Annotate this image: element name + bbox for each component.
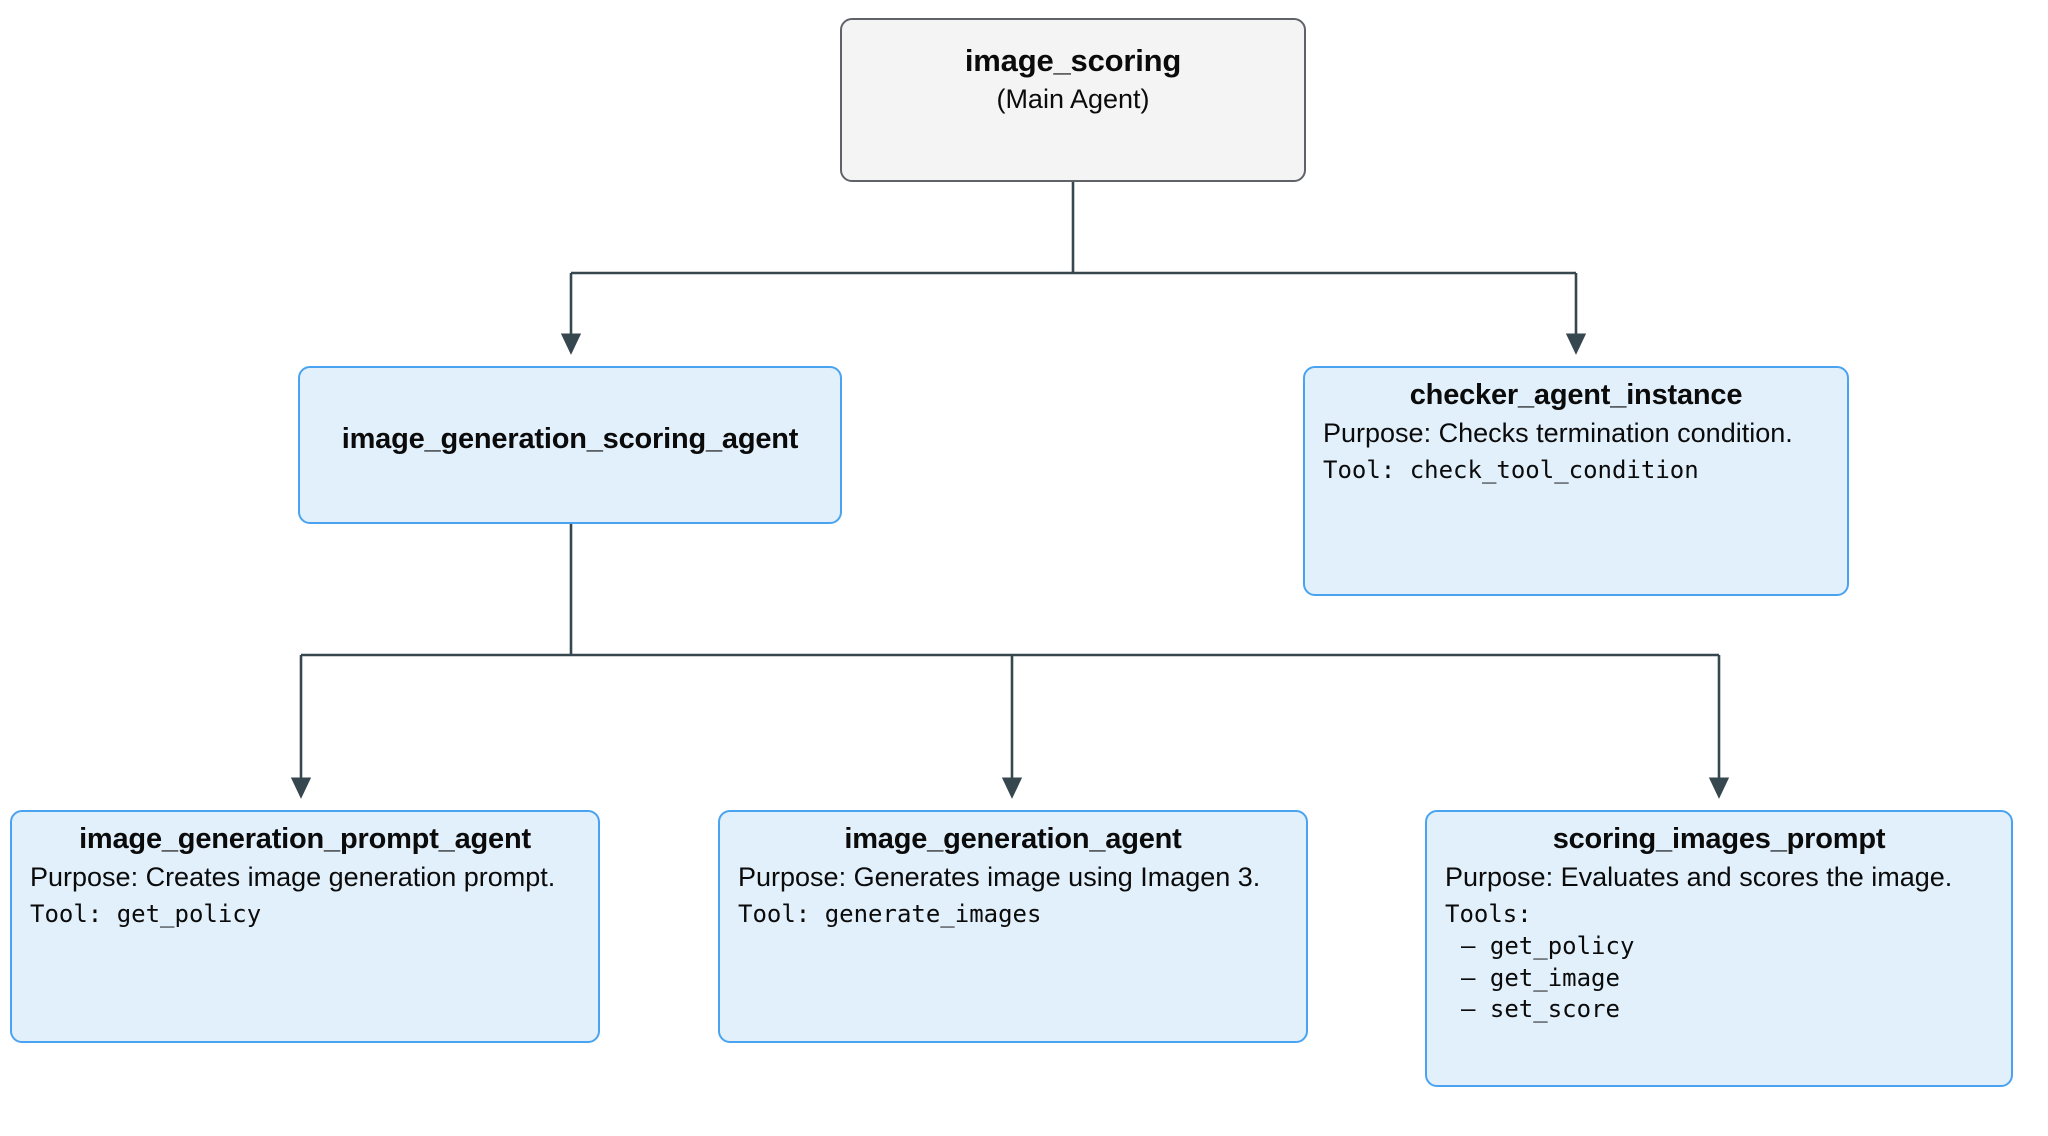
node-tool-item: – get_policy: [1461, 932, 1635, 961]
node-purpose: Purpose: Evaluates and scores the image.: [1445, 862, 1953, 893]
node-image-generation-agent[interactable]: image_generation_agent Purpose: Generate…: [718, 810, 1308, 1043]
node-tool: Tool: generate_images: [738, 900, 1042, 929]
node-title: image_generation_scoring_agent: [341, 423, 799, 455]
node-tools-label: Tools:: [1445, 900, 1532, 929]
node-checker-agent-instance[interactable]: checker_agent_instance Purpose: Checks t…: [1303, 366, 1849, 596]
node-purpose: Purpose: Generates image using Imagen 3.: [738, 862, 1261, 893]
node-title: checker_agent_instance: [1409, 379, 1743, 411]
node-subtitle: (Main Agent): [996, 83, 1150, 114]
node-tool-item: – get_image: [1461, 963, 1620, 992]
edge-scoring-to-children: [290, 524, 1730, 799]
node-image-generation-scoring-agent[interactable]: image_generation_scoring_agent: [298, 366, 842, 524]
node-tool: Tool: check_tool_condition: [1323, 456, 1699, 485]
node-title: image_generation_agent: [844, 823, 1182, 855]
node-title: scoring_images_prompt: [1552, 823, 1886, 855]
node-tool-item: – set_score: [1461, 995, 1620, 1024]
edge-root-to-children: [560, 182, 1587, 355]
node-scoring-images-prompt[interactable]: scoring_images_prompt Purpose: Evaluates…: [1425, 810, 2013, 1087]
node-purpose: Purpose: Creates image generation prompt…: [30, 862, 556, 893]
node-tools-list: – get_policy– get_image – set_score: [1445, 931, 1993, 1026]
node-image-scoring[interactable]: image_scoring (Main Agent): [840, 18, 1306, 182]
node-tool: Tool: get_policy: [30, 900, 262, 929]
node-image-generation-prompt-agent[interactable]: image_generation_prompt_agent Purpose: C…: [10, 810, 600, 1043]
node-title: image_generation_prompt_agent: [79, 823, 531, 855]
node-purpose: Purpose: Checks termination condition.: [1323, 418, 1793, 449]
node-title: image_scoring: [964, 43, 1182, 78]
